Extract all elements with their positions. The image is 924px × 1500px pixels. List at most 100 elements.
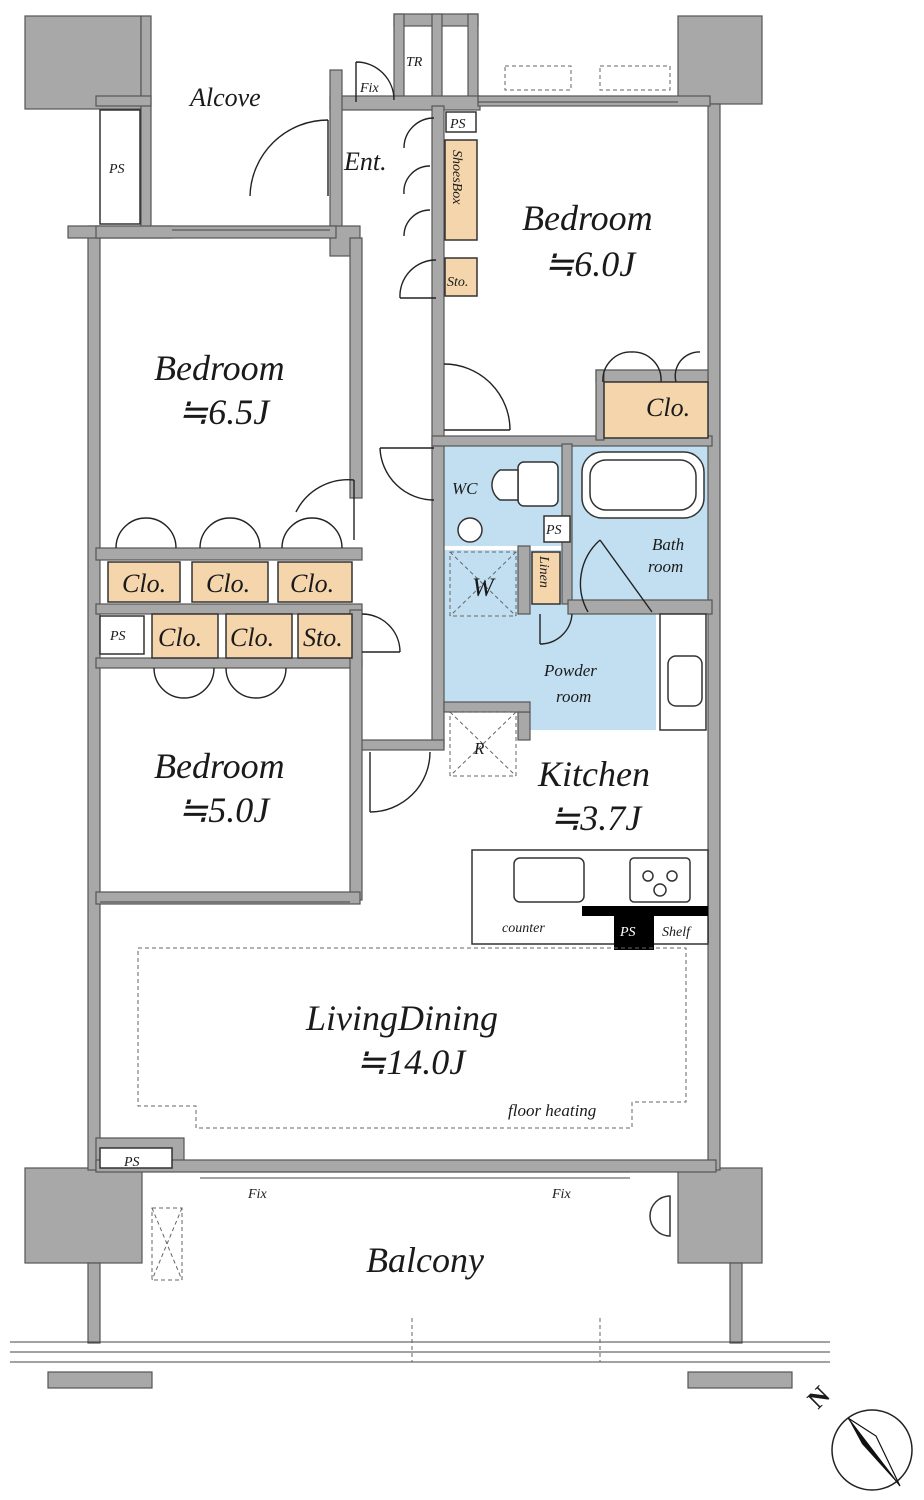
shoes-box: [444, 139, 478, 241]
label-closet-nw-3: Clo.: [290, 569, 334, 598]
label-ps-wc: PS: [545, 523, 562, 538]
balcony-foot-w: [47, 1371, 153, 1389]
balcony-post-w: [87, 1262, 101, 1344]
label-counter: counter: [502, 921, 545, 936]
door-wc[interactable]: [379, 447, 435, 501]
label-fix-top: Fix: [359, 81, 379, 96]
ps-box-sw: [99, 1147, 173, 1169]
door-bath[interactable]: [579, 539, 653, 613]
wall-hall-bottom: [359, 739, 445, 751]
label-ps-ent: PS: [449, 117, 466, 132]
wall-bath-bottom: [567, 599, 713, 615]
door-bedroom-sw[interactable]: [369, 751, 431, 813]
kitchen-size: ≒3.7J: [550, 798, 643, 838]
door-closet-ne[interactable]: [602, 351, 701, 383]
bedroom-ne-size: ≒6.0J: [544, 244, 637, 284]
closet-nw-2: [191, 561, 269, 603]
closet-nw-3: [277, 561, 353, 603]
closet-sw-2: [225, 613, 293, 659]
storage-box-ent: [444, 257, 478, 297]
door-bedroom-nw[interactable]: [295, 478, 355, 540]
wall-closet-row-top: [95, 547, 363, 561]
label-powder-2: room: [556, 687, 591, 706]
ps-box-ent: [445, 111, 477, 133]
label-bath-2: room: [648, 557, 683, 576]
label-ps-sw: PS: [123, 1155, 140, 1170]
skylight-1: [504, 65, 572, 91]
label-tr: TR: [406, 55, 423, 70]
wall-west: [87, 225, 101, 1171]
door-storage-ent[interactable]: [399, 259, 437, 299]
compass-north-label: N: [802, 1380, 836, 1414]
column-sw: [24, 1167, 143, 1264]
label-linen: Linen: [536, 555, 551, 588]
label-ps-nw: PS: [108, 162, 125, 177]
ps-box-wc: [543, 515, 571, 543]
label-floor-heating: floor heating: [508, 1101, 596, 1120]
wall-linen-left: [517, 545, 531, 615]
powder-room-area: [444, 550, 656, 730]
door-powder[interactable]: [539, 613, 573, 645]
door-shoesbox[interactable]: [403, 117, 435, 237]
fridge-space: [449, 711, 517, 777]
wall-powder-bottom-left: [517, 711, 531, 741]
label-fix-balcony-w: Fix: [247, 1187, 267, 1202]
closet-sw-1: [151, 613, 219, 659]
wall-closet-row-bottom: [95, 657, 363, 669]
balcony-title: Balcony: [366, 1240, 484, 1280]
wall-tr-mid: [431, 13, 443, 105]
compass-circle: [831, 1409, 913, 1491]
door-tr[interactable]: [355, 61, 395, 102]
wall-alcove-left: [140, 15, 152, 229]
door-entrance[interactable]: [249, 119, 329, 197]
closet-ne: [603, 381, 709, 439]
label-entrance: Ent.: [343, 147, 387, 176]
counter-wall: [582, 906, 708, 916]
door-closets-sw[interactable]: [153, 667, 287, 699]
bedroom-sw-size: ≒5.0J: [178, 790, 271, 830]
bedroom-nw-title: Bedroom: [154, 348, 285, 388]
door-bedroom-ne[interactable]: [443, 363, 511, 431]
ps-box-w: [99, 615, 145, 655]
column-se: [677, 1167, 763, 1264]
wall-entrance-west: [329, 69, 343, 241]
balcony-post-e: [729, 1262, 743, 1344]
aircon-unit: [151, 1207, 183, 1281]
bathtub-inner: [589, 459, 697, 511]
storage-box-hall: [297, 613, 353, 659]
label-fix-balcony-e: Fix: [551, 1187, 571, 1202]
kitchen-title: Kitchen: [537, 754, 650, 794]
floor-heating-area: [137, 947, 687, 1129]
ps-box-nw: [99, 109, 141, 225]
bedroom-sw-title: Bedroom: [154, 746, 285, 786]
living-title: LivingDining: [305, 998, 498, 1038]
wc-sink: [457, 517, 483, 543]
wall-powder-bottom: [443, 701, 531, 713]
wall-hall-east: [431, 105, 445, 747]
wall-entrance-top: [329, 95, 481, 111]
door-closets-nw[interactable]: [115, 517, 343, 549]
wall-ps-top: [95, 95, 152, 107]
door-storage-hall[interactable]: [361, 613, 401, 653]
label-closet-nw-1: Clo.: [122, 569, 166, 598]
label-washer: W: [472, 573, 496, 602]
wall-closet-ne-top: [595, 369, 709, 383]
balcony-faucet: [649, 1195, 671, 1237]
wall-hall-west-upper: [349, 237, 363, 499]
kitchen-sink: [513, 857, 585, 903]
label-bath-1: Bath: [652, 535, 684, 554]
wall-closet-row-mid: [95, 603, 363, 615]
label-ps-w: PS: [109, 629, 126, 644]
vanity-basin: [667, 655, 703, 707]
label-closet-sw-2: Clo.: [230, 623, 274, 652]
label-wc: WC: [452, 479, 478, 498]
column-ne: [677, 15, 763, 105]
wall-tr-left: [393, 13, 405, 105]
skylight-2: [599, 65, 671, 91]
label-storage-ent: Sto.: [447, 275, 468, 290]
label-closet-sw-1: Clo.: [158, 623, 202, 652]
label-ps-kitchen: PS: [619, 925, 636, 940]
washer-space: [449, 551, 517, 617]
toilet-bowl: [491, 469, 519, 501]
